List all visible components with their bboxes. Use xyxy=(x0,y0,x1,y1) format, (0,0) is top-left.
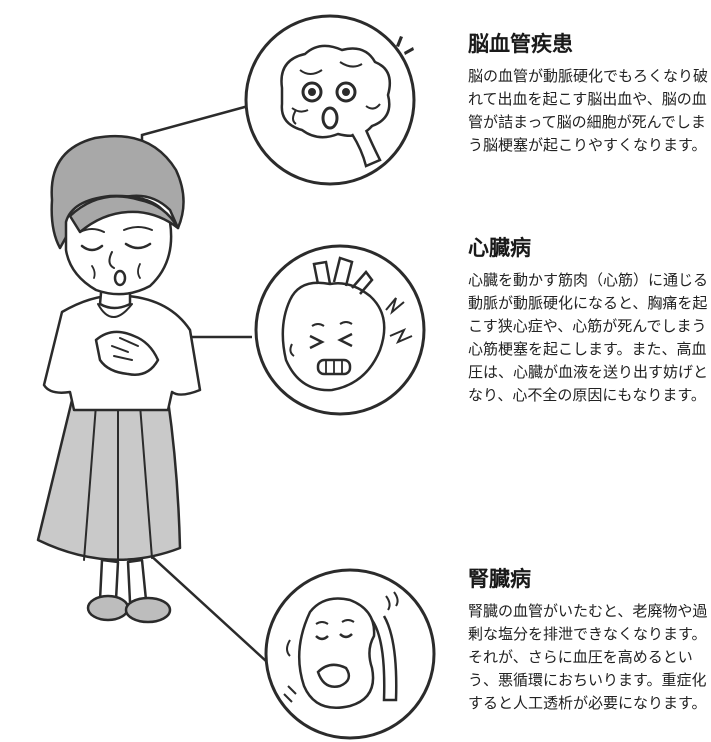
section-body-heart: 心臓を動かす筋肉（心筋）に通じる動脈が動脈硬化になると、胸痛を起こす狭心症や、心… xyxy=(468,271,709,405)
kidney-icon xyxy=(264,568,436,740)
brain-icon xyxy=(244,14,416,186)
section-body-kidney: 腎臓の血管がいたむと、老廃物や過剰な塩分を排泄できなくなります。それが、さらに血… xyxy=(468,602,708,713)
hands xyxy=(94,330,160,376)
skirt xyxy=(36,398,182,561)
section-title-brain: 脳血管疾患 xyxy=(468,32,573,56)
woman-figure xyxy=(36,134,202,624)
right-shoe xyxy=(124,596,172,624)
section-title-kidney: 腎臓病 xyxy=(468,567,531,591)
section-brain: 脳血管疾患 脳の血管が動脈硬化でもろくなり破れて出血を起こす脳出血や、脳の血管が… xyxy=(468,32,708,157)
section-kidney: 腎臓病 腎臓の血管がいたむと、老廃物や過剰な塩分を排泄できなくなります。それが、… xyxy=(468,567,708,715)
section-heart: 心臓病 心臓を動かす筋肉（心筋）に通じる動脈が動脈硬化になると、胸痛を起こす狭心… xyxy=(468,236,708,407)
section-title-heart: 心臓病 xyxy=(468,236,531,260)
left-shoe xyxy=(86,594,130,622)
heart-icon xyxy=(254,244,426,416)
section-body-brain: 脳の血管が動脈硬化でもろくなり破れて出血を起こす脳出血や、脳の血管が詰まって脳の… xyxy=(468,67,709,155)
